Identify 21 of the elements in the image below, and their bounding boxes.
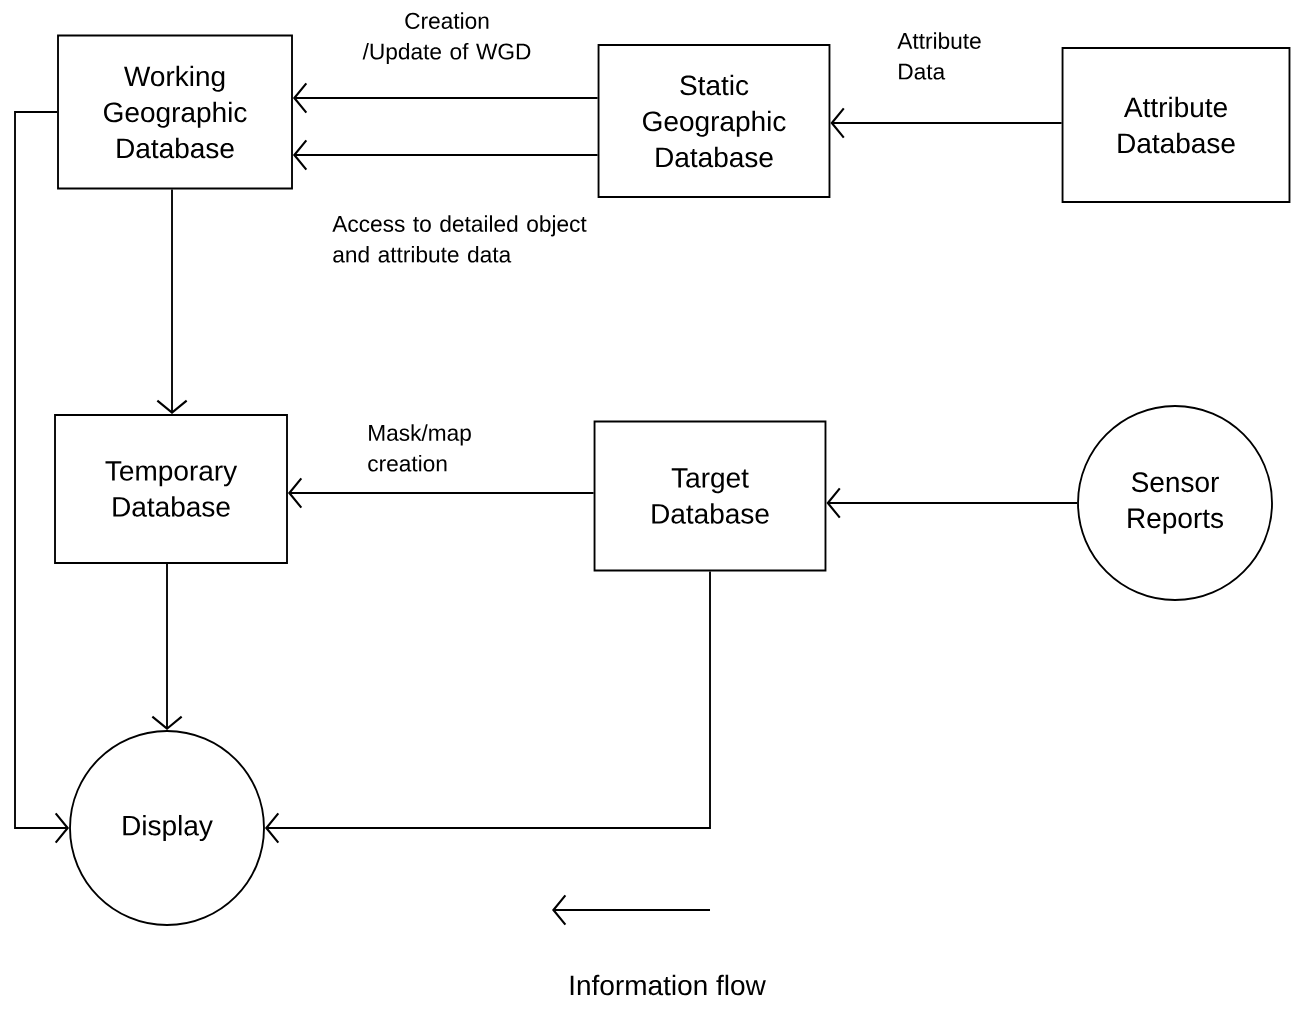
legend-label: Information flow: [570, 974, 766, 996]
arrow: [151, 563, 183, 731]
arrow: [264, 570, 711, 844]
database-box: Target Database: [593, 420, 827, 572]
arrow: [292, 82, 599, 114]
edge-label: Access to detailed object and attribute data: [332, 215, 587, 263]
edge-label: Attribute Data: [897, 32, 981, 80]
arrow: [14, 111, 70, 844]
circle-node: Display: [69, 730, 265, 926]
arrow: [826, 487, 1078, 519]
edge-label: Mask/map creation: [368, 424, 471, 472]
edge-label: Creation /Update of WGD: [362, 12, 531, 65]
arrow: [156, 188, 188, 415]
database-box: Temporary Database: [54, 414, 288, 564]
database-box: Working Geographic Database: [57, 34, 293, 190]
database-box: Static Geographic Database: [597, 44, 831, 198]
arrow: [287, 477, 595, 509]
arrow: [292, 139, 599, 171]
arrow: [830, 107, 1063, 139]
circle-node: Sensor Reports: [1077, 405, 1273, 601]
database-box: Attribute Database: [1061, 47, 1291, 203]
